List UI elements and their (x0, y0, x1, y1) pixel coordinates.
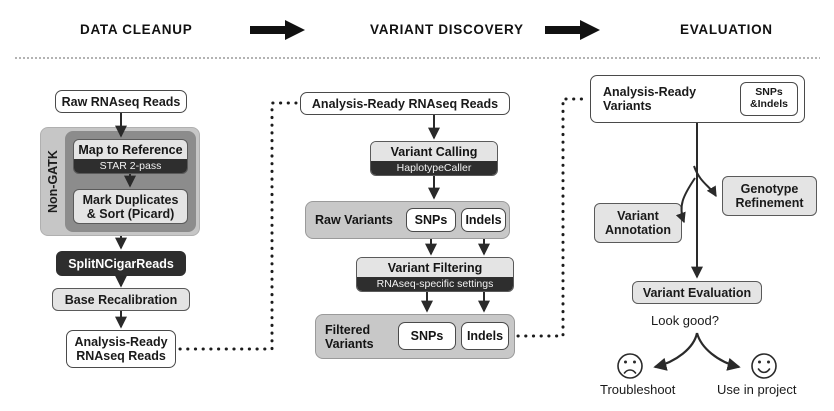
group-label-non-gatk: Non-GATK (46, 150, 60, 213)
node-label-line2: RNAseq Reads (76, 349, 166, 363)
node-label: Base Recalibration (64, 292, 178, 307)
chip-snps-indels[interactable]: SNPs &Indels (740, 82, 798, 116)
node-variant-annotation[interactable]: Variant Annotation (594, 203, 682, 243)
phase-title-variant-discovery: VARIANT DISCOVERY (370, 22, 524, 37)
node-label: SplitNCigarReads (68, 256, 174, 271)
node-label: Analysis-Ready RNAseq Reads (311, 96, 499, 111)
node-analysis-ready-rnaseq-reads-left[interactable]: Analysis-Ready RNAseq Reads (66, 330, 176, 368)
label-troubleshoot: Troubleshoot (600, 382, 676, 397)
phase-title-evaluation: EVALUATION (680, 22, 773, 37)
node-variant-filtering[interactable]: Variant Filtering RNAseq-specific settin… (356, 257, 514, 292)
branch-to-genotype-refinement (693, 165, 717, 198)
node-variant-evaluation[interactable]: Variant Evaluation (632, 281, 762, 304)
node-label-line1: Variant (617, 209, 659, 223)
node-tool-label: STAR 2-pass (74, 159, 187, 173)
node-label-line2: Refinement (735, 196, 804, 210)
node-label-line2: Variants (603, 99, 652, 113)
node-variant-calling[interactable]: Variant Calling HaplotypeCaller (370, 141, 498, 176)
sad-face-icon (617, 353, 643, 379)
chip-filtered-indels[interactable]: Indels (461, 322, 509, 350)
bucket-label-filtered-variants: Filtered Variants (325, 314, 400, 359)
chip-raw-indels[interactable]: Indels (461, 208, 506, 232)
happy-face-icon (751, 353, 777, 379)
bucket-label-raw-variants: Raw Variants (315, 213, 393, 227)
node-analysis-ready-rnaseq-reads-mid[interactable]: Analysis-Ready RNAseq Reads (300, 92, 510, 115)
node-splitncigarreads[interactable]: SplitNCigarReads (56, 251, 186, 276)
node-tool-label: HaplotypeCaller (371, 161, 497, 175)
node-tool-label: RNAseq-specific settings (357, 277, 513, 291)
phase-arrow-1 (250, 20, 305, 40)
node-label-line1: Mark Duplicates (82, 192, 179, 207)
node-title: Variant Filtering (357, 258, 513, 277)
node-label: Variant Evaluation (642, 285, 752, 300)
decision-fork (653, 332, 741, 371)
node-mark-duplicates[interactable]: Mark Duplicates & Sort (Picard) (73, 189, 188, 224)
bucket-label-line2: Variants (325, 336, 374, 351)
branch-to-variant-annotation (675, 177, 696, 224)
chip-filtered-snps[interactable]: SNPs (398, 322, 456, 350)
bucket-label-line1: Filtered (325, 322, 371, 337)
node-map-to-reference[interactable]: Map to Reference STAR 2-pass (73, 139, 188, 174)
node-base-recalibration[interactable]: Base Recalibration (52, 288, 190, 311)
phase-arrow-2 (545, 20, 600, 40)
node-title: Variant Calling (371, 142, 497, 161)
node-label-line1: Analysis-Ready (74, 335, 168, 349)
chip-label-line2: &Indels (750, 98, 788, 110)
dotted-connector-discovery-to-evaluation (516, 97, 588, 338)
chip-label-line1: SNPs (755, 86, 783, 99)
node-label-line1: Analysis-Ready (603, 85, 697, 99)
node-title: Map to Reference (74, 140, 187, 159)
node-label-line2: & Sort (Picard) (86, 206, 175, 221)
phase-title-data-cleanup: DATA CLEANUP (80, 22, 193, 37)
chip-raw-snps[interactable]: SNPs (406, 208, 456, 232)
node-label-line2: Annotation (605, 223, 671, 237)
node-genotype-refinement[interactable]: Genotype Refinement (722, 176, 817, 216)
label-look-good: Look good? (651, 313, 719, 328)
node-label-line1: Genotype (740, 182, 799, 196)
label-use-in-project: Use in project (717, 382, 797, 397)
dotted-separator (14, 57, 820, 59)
node-label: Raw RNAseq Reads (61, 94, 181, 109)
node-raw-rnaseq-reads[interactable]: Raw RNAseq Reads (55, 90, 187, 113)
